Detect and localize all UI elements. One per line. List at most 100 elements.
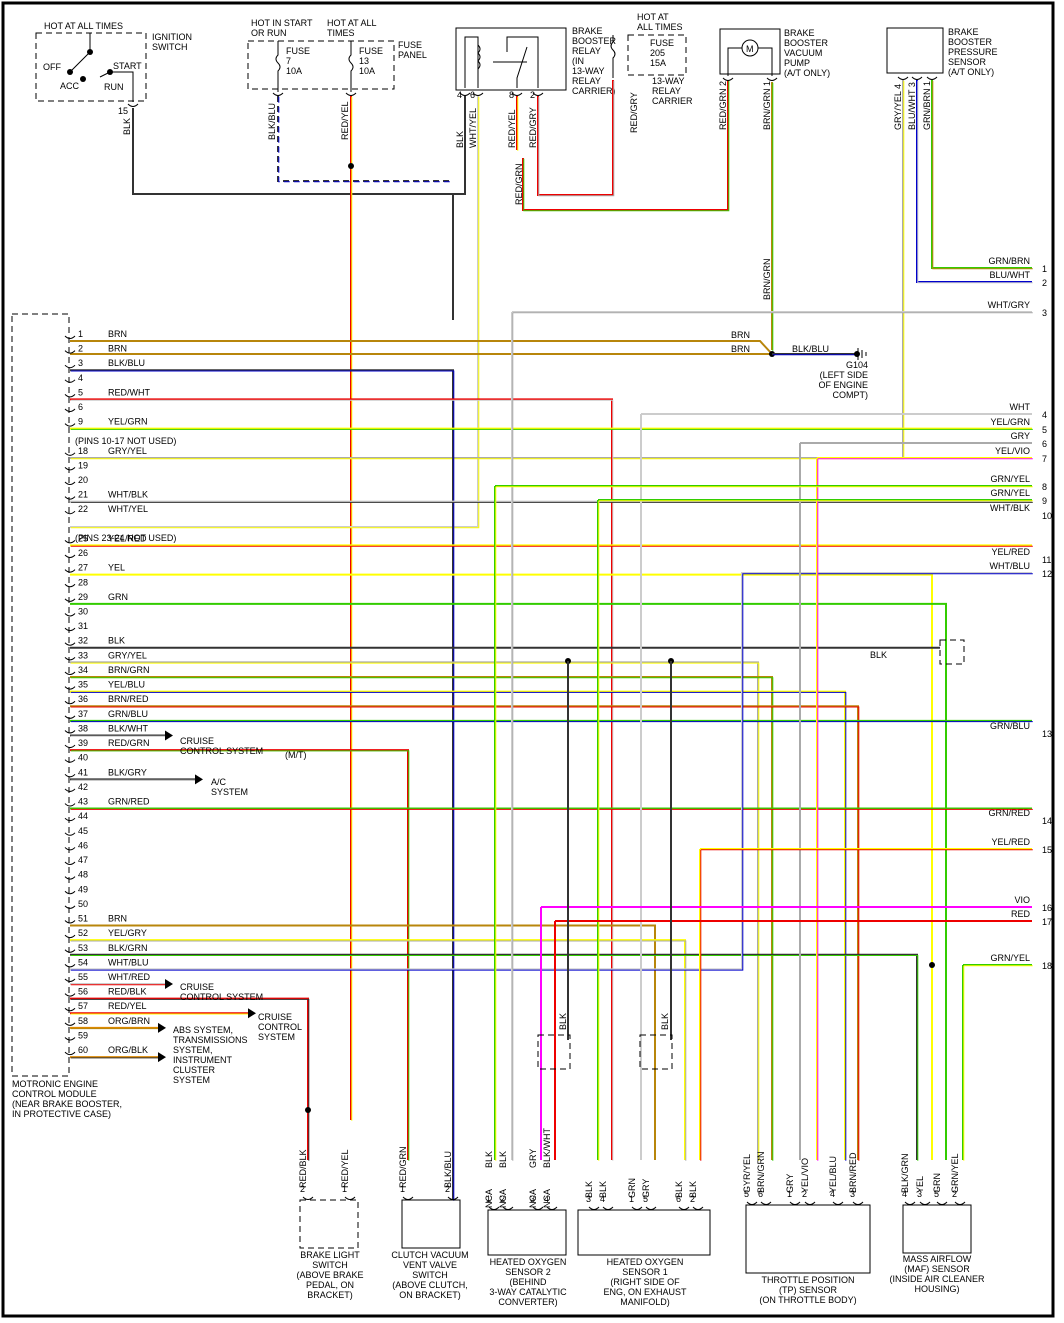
brake-light-splice [305,1107,311,1113]
ignition-acc-contact [80,76,86,82]
right-ref-4-wire: WHT [1010,402,1031,412]
pressure-pin-4-connector [897,76,909,80]
ignition-switch-box [35,32,147,102]
ecm-pin-1: 1 [78,329,83,339]
ecm-pin-21: 21 [78,490,88,500]
fuse-13-label: 13 [359,56,369,66]
ecm-box [11,313,70,1077]
ground-label: COMPT) [833,390,869,400]
ecm-pin-3: 3 [78,358,83,368]
tp_sensor-title: THROTTLE POSITION [761,1275,854,1285]
ecm-pin-27-connector [64,569,76,573]
ho2s2-pin-3-connector [532,1206,544,1210]
ecm-pin-47-connector [64,861,76,866]
maf_sensor-pin-4: 4 [902,1189,907,1199]
relay-pin-4: 4 [457,90,462,100]
arrow-abs2-icon [158,1052,166,1063]
tp_sensor-pin-1-wire: GRY [785,1174,795,1193]
ecm-pin-25-wire-label: YEL/RED [108,533,147,543]
right-ref-13-wire: GRN/BLU [990,721,1030,731]
pressure-gry-yel-wire-stripe [70,80,905,460]
fuse205-icon [610,35,616,78]
ref-abs: SYSTEM, [173,1045,213,1055]
ref-cruise1: CONTROL SYSTEM [180,746,263,756]
tp_sensor-box [745,1204,871,1274]
vacuum-pump-title: (A/T ONLY) [784,68,830,78]
ho2s1-title: HEATED OXYGEN [607,1257,684,1267]
pump-pin-1-wire: BRN/GRN 1 [762,81,772,130]
ho2s2-pin-1: 1 [486,1194,491,1204]
pressure-gry-yel-wire [70,80,904,459]
tp_sensor-pin-1: 1 [787,1189,792,1199]
ground-label: OF ENGINE [818,380,868,390]
ecm-pin-56-wire-label: RED/BLK [108,987,147,997]
right-ref-11-wire: YEL/RED [991,547,1030,557]
relay-pin-6: 6 [470,90,475,100]
ho2s1-pin-3: 3 [586,1194,591,1204]
ho2s1-pin-4-wire: BLK [598,1181,608,1198]
ecm-pin-59: 59 [78,1030,88,1040]
fuse-7-label: 7 [286,56,291,66]
ecm-pin-46: 46 [78,840,88,850]
fuse205-label: FUSE [650,38,674,48]
fuse205-label: 205 [650,48,665,58]
ecm-pin-33-wire-label: GRY/YEL [108,650,147,660]
brake-booster-relay-title: BRAKE [572,26,603,36]
pressure-sensor-title: PRESSURE [948,47,998,57]
maf_sensor-pin-3-wire: YEL [915,1176,925,1193]
ecm-pin-21-connector [64,496,76,500]
ecm-pin-33-connector [64,656,76,661]
pressure-grn-brn-wire-stripe [932,80,1033,270]
brake_light_switch-pin-1-wire: RED/YEL [340,1149,350,1188]
ref-ac: A/C [211,777,227,787]
fuse205-wire-label: RED/GRY [629,92,639,133]
maf_sensor-pin-4-connector [904,1201,916,1205]
fuse-panel-title: FUSE [398,40,422,50]
ref-cruise2: CONTROL SYSTEM [180,992,263,1002]
ecm-pin-60-wire-label: ORG/BLK [108,1045,148,1055]
ho2s1-pin-1: 1 [629,1194,634,1204]
fuse-7-connector [272,92,284,96]
blk-right-label: BLK [870,650,887,660]
ecm-pin-22-connector [64,510,76,515]
right-ref-2-wire: BLU/WHT [990,270,1031,280]
right-ref-10-wire: WHT/BLK [990,503,1030,513]
ecm-pin-49-connector [64,890,76,895]
ecm-pin-3-connector [64,364,76,369]
ho2s1-title: MANIFOLD) [620,1297,670,1307]
fuse7-wire-stripe [278,96,454,183]
maf_sensor-pin-5-connector [936,1201,948,1205]
ecm-pin-25-connector [64,540,76,544]
maf_sensor-pin-5: 5 [934,1189,939,1199]
ecm-pin-56-connector [64,993,76,997]
ecm-pin-5-wire-label: RED/WHT [108,387,150,397]
ecm-pin-48-connector [64,876,76,880]
right-ref-10: 10 [1042,511,1052,521]
ho2s2-pin-1-nca: NCA [484,1189,494,1208]
ho2s1-pin-4-connector [602,1206,614,1210]
fuse-panel-title: PANEL [398,50,427,60]
ecm-pin-3-wire-label: BLK/BLU [108,358,145,368]
ecm-pin-4: 4 [78,373,83,383]
ecm-pin-51-wire-label: BRN [108,914,127,924]
ecm-pin-2: 2 [78,344,83,354]
shield-ho2s2 [537,1034,571,1070]
ecm-pin-39-wire-label: RED/GRN [108,738,150,748]
ecm-pin-29-connector [64,598,76,602]
ho2s2-pin-3: 3 [530,1194,535,1204]
fuse205-hot-label: ALL TIMES [637,22,683,32]
ecm-pin-32: 32 [78,636,88,646]
brake_light_switch-title: BRACKET) [307,1290,353,1300]
ecm-pin-38: 38 [78,723,88,733]
clutch_valve-pin-1: 1 [400,1184,405,1194]
ho2s1-title: ENG, ON EXHAUST [603,1287,687,1297]
ecm-pin-26-connector [64,554,76,559]
fuse205-label: 15A [650,58,666,68]
relay-pin-8-connector [511,92,523,96]
ecm-pin-43-wire-label: GRN/RED [108,797,150,807]
maf_sensor-pin-2-connector [954,1201,966,1205]
right-ref-3: 3 [1042,308,1047,318]
ho2s1-pin-4: 4 [600,1194,605,1204]
ho2s1-pin-2-connector [692,1206,704,1210]
